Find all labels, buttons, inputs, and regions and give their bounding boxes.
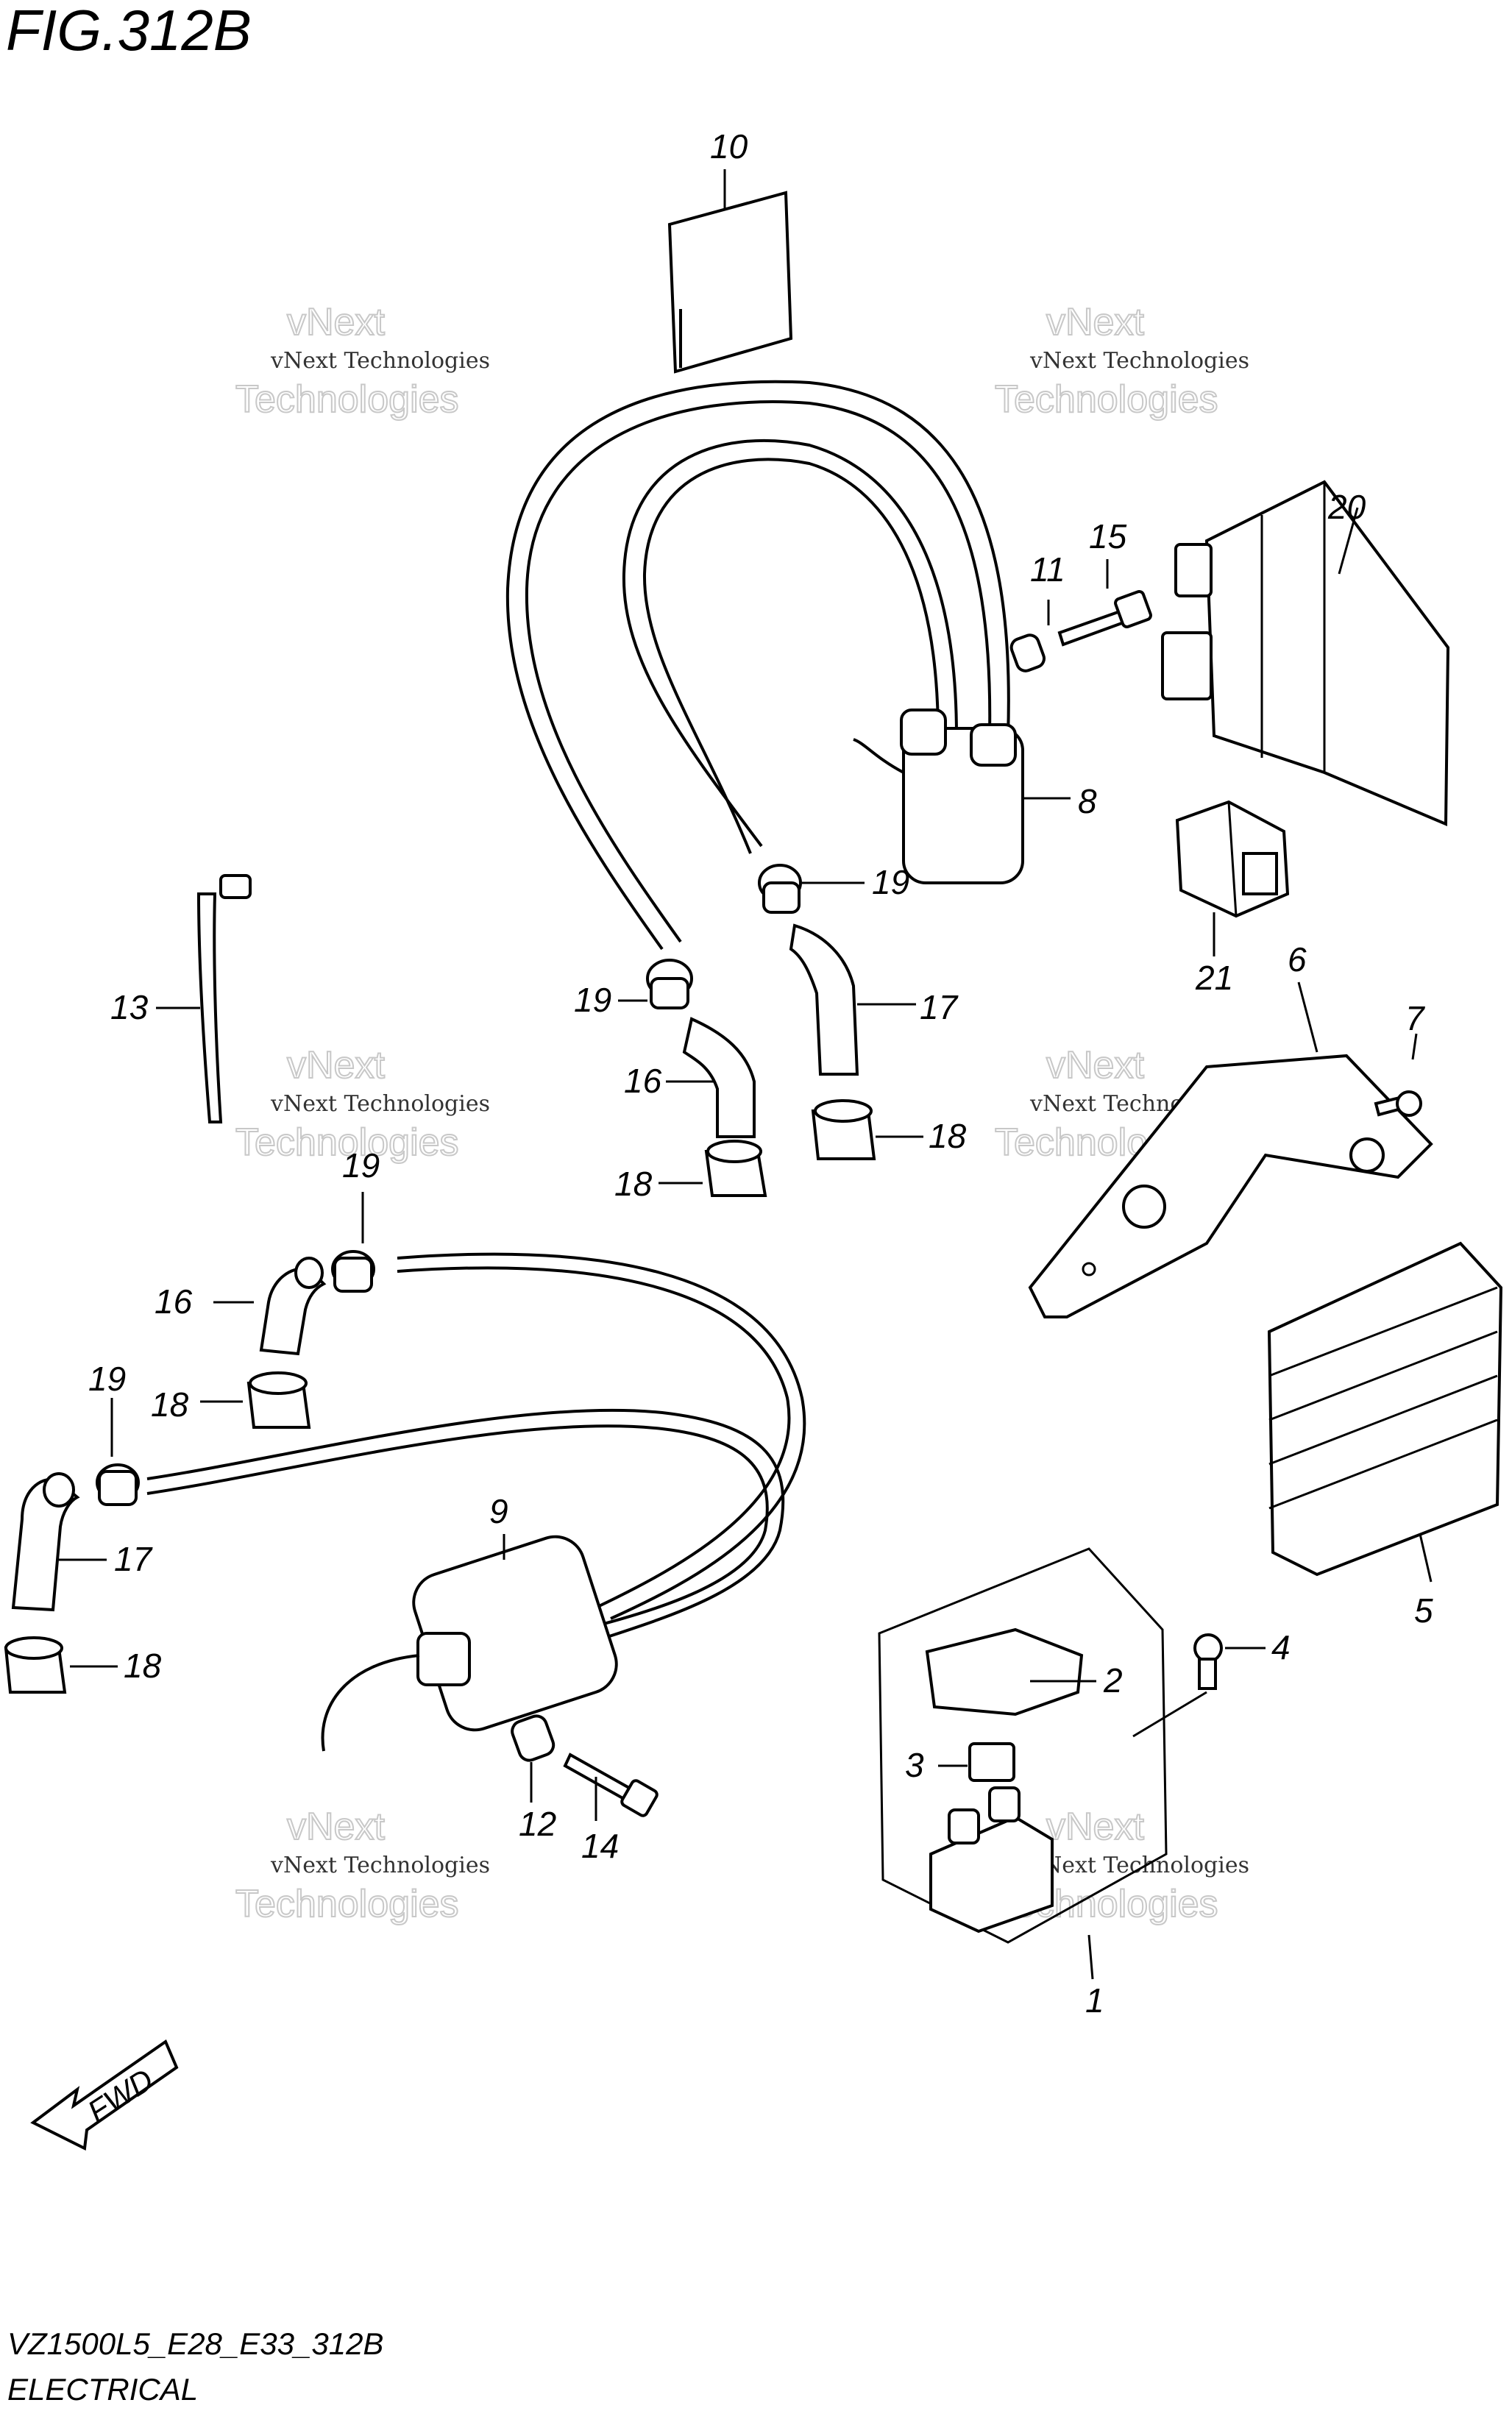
part-4-screw — [1132, 1633, 1266, 1738]
label-part-18b: 18 — [614, 1165, 653, 1203]
watermark-top-right: vNext Technologies vNext Technologies — [994, 300, 1249, 422]
part-3-fuse — [938, 1742, 1015, 1782]
label-part-2: 2 — [1103, 1661, 1123, 1700]
svg-text:vNext Technologies: vNext Technologies — [270, 348, 490, 374]
label-part-18a: 18 — [929, 1117, 967, 1155]
label-part-7: 7 — [1405, 999, 1425, 1037]
part-18-boot-lower-b — [4, 1636, 118, 1694]
part-16-plug-cap-lower — [213, 1257, 327, 1356]
label-part-19b: 19 — [574, 981, 611, 1019]
section-name: ELECTRICAL — [7, 2372, 198, 2407]
part-13-cable-tie — [156, 874, 252, 1123]
label-part-17b: 17 — [114, 1540, 153, 1578]
svg-text:Technologies: Technologies — [235, 1121, 459, 1164]
part-14-bolt — [563, 1753, 659, 1821]
label-part-21: 21 — [1195, 959, 1233, 997]
label-part-10: 10 — [710, 127, 748, 166]
part-20-control-unit — [1161, 480, 1450, 827]
svg-text:vNext Technologies: vNext Technologies — [270, 1091, 490, 1117]
model-code: VZ1500L5_E28_E33_312B — [7, 2326, 383, 2361]
label-part-19c: 19 — [342, 1146, 380, 1185]
label-part-18d: 18 — [124, 1647, 162, 1685]
label-part-6: 6 — [1288, 940, 1307, 979]
label-part-18c: 18 — [151, 1385, 189, 1424]
label-part-16b: 16 — [155, 1282, 193, 1321]
svg-text:vNext: vNext — [1046, 1044, 1144, 1087]
label-part-9: 9 — [489, 1492, 508, 1530]
part-1-starter-relay-assembly — [878, 1547, 1168, 1980]
part-11-collar — [1009, 600, 1050, 672]
part-5-regulator-rectifier — [1267, 1241, 1503, 1583]
label-part-19d: 19 — [88, 1360, 126, 1398]
label-part-4: 4 — [1271, 1628, 1291, 1666]
part-17-plug-cap-upper — [789, 923, 916, 1076]
fwd-arrow: FWD — [30, 2039, 179, 2151]
part-9-ignition-coil-lower — [146, 1252, 806, 1752]
watermark-middle-left: vNext Technologies vNext Technologies — [235, 1043, 490, 1165]
label-part-20: 20 — [1327, 488, 1366, 526]
svg-text:vNext Technologies: vNext Technologies — [1029, 348, 1249, 374]
label-part-16a: 16 — [624, 1062, 662, 1100]
part-19-seal-upper-right — [758, 864, 865, 914]
label-part-11: 11 — [1030, 550, 1065, 589]
figure-title: FIG.312B — [6, 0, 252, 63]
label-part-19a: 19 — [872, 863, 909, 901]
svg-text:vNext Technologies: vNext Technologies — [270, 1853, 490, 1878]
label-part-3: 3 — [905, 1746, 924, 1784]
part-18-boot-upper-left — [659, 1140, 767, 1197]
label-part-8: 8 — [1078, 782, 1097, 820]
part-2-relay-cover — [925, 1627, 1096, 1716]
svg-text:Technologies: Technologies — [235, 378, 459, 421]
part-18-boot-lower-a — [200, 1371, 311, 1429]
part-19-seal-upper-left — [618, 959, 693, 1009]
part-17-plug-cap-lower — [11, 1472, 107, 1612]
svg-text:vNext: vNext — [1046, 1805, 1144, 1848]
svg-text:vNext: vNext — [287, 301, 385, 344]
svg-text:vNext: vNext — [287, 1805, 385, 1848]
label-part-15: 15 — [1089, 517, 1127, 555]
part-7-bolt — [1374, 1033, 1422, 1117]
svg-text:Technologies: Technologies — [995, 378, 1218, 421]
label-part-13: 13 — [110, 988, 149, 1026]
part-19-seal-lower-b — [96, 1398, 140, 1506]
part-21-relay — [1175, 800, 1290, 956]
svg-text:vNext Technologies: vNext Technologies — [1029, 1853, 1249, 1878]
part-12-collar — [511, 1714, 556, 1803]
part-8-ignition-coil-upper — [505, 380, 1071, 951]
label-part-12: 12 — [519, 1805, 556, 1843]
watermark-top-left: vNext Technologies vNext Technologies — [235, 300, 490, 422]
part-10-label-sheet — [667, 169, 793, 374]
part-16-plug-cap-upper — [666, 1017, 756, 1138]
label-part-1: 1 — [1085, 1981, 1104, 2020]
part-18-boot-upper-right — [811, 1099, 923, 1160]
part-19-seal-lower-a — [331, 1192, 375, 1293]
svg-text:Technologies: Technologies — [235, 1883, 459, 1925]
label-part-17a: 17 — [920, 988, 959, 1026]
svg-text:vNext: vNext — [1046, 301, 1144, 344]
svg-text:vNext: vNext — [287, 1044, 385, 1087]
watermark-bottom-left: vNext Technologies vNext Technologies — [235, 1805, 490, 1926]
label-part-14: 14 — [581, 1827, 619, 1865]
part-6-bracket — [1028, 981, 1433, 1318]
part-15-bolt — [1057, 559, 1152, 647]
label-part-5: 5 — [1414, 1591, 1433, 1630]
